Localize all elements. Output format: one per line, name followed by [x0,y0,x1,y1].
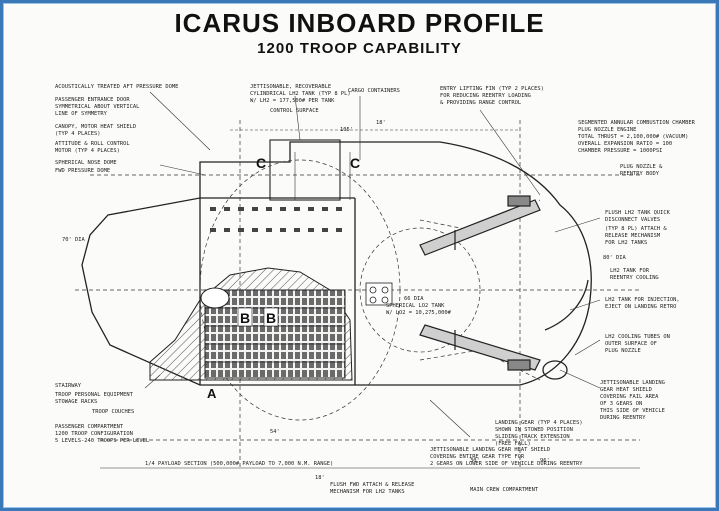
dim-top-18: 18' [376,120,386,126]
label-lgheat-2: COVERING ENTIRE GEAR TYPE FOR [430,454,525,460]
label-cargo: CARGO CONTAINERS [348,88,400,94]
label-seg-3: TOTAL THRUST = 2,100,000# (VACUUM) [578,134,688,140]
label-lh2c-2: OUTER SURFACE OF [605,341,657,347]
label-passenger-entrance-1: PASSENGER ENTRANCE DOOR [55,97,130,103]
label-landing-1: LANDING GEAR (TYP 4 PLACES) [495,420,583,426]
label-pass-comp-2: 1200 TROOP CONFIGURATION [55,431,133,437]
upper-nozzle [507,195,531,207]
label-sphere-2: SPHERICAL LO2 TANK [386,303,445,309]
section-marker-c-left: C [256,155,266,171]
label-flush-1: FLUSH LH2 TANK QUICK [605,210,671,216]
label-jlg-1: JETTISONABLE LANDING [600,380,665,386]
label-lo2-1: LH2 TANK FOR INJECTION, [605,297,680,303]
label-entry-2: FOR REDUCING REENTRY LOADING [440,93,531,99]
label-troop-2: STOWAGE RACKS [55,399,97,405]
engine-assemblies [419,195,541,371]
label-plug-2: REENTRY BODY [620,171,660,177]
label-sphere-3: W/ LO2 = 10,275,000# [386,310,452,316]
label-acoustic: ACOUSTICALLY TREATED AFT PRESSURE DOME [55,84,178,90]
label-passenger-entrance-2: SYMMETRICAL ABOUT VERTICAL [55,104,139,110]
label-lh2c-1: LH2 COOLING TUBES ON [605,334,670,340]
diagram-title: ICARUS INBOARD PROFILE [174,8,545,38]
label-flush-attach-1: FLUSH FWD ATTACH & RELEASE [330,482,414,488]
section-marker-a: A [207,386,217,401]
label-control-surface: CONTROL SURFACE [270,108,319,114]
section-marker-c-right: C [350,155,360,171]
label-flush-attach-2: MECHANISM FOR LH2 TANKS [330,489,405,495]
label-seg-4: OVERALL EXPANSION RATIO = 100 [578,141,672,147]
label-landing-2: SHOWN IN STOWED POSITION [495,427,573,433]
section-marker-b-left: B [240,310,250,326]
label-jlg-2: GEAR HEAT SHIELD [600,387,652,393]
construction-lines [75,120,640,470]
label-stairway: STAIRWAY [55,383,82,389]
label-spherical-nose: SPHERICAL NOSE DOME [55,160,117,166]
spherical-lo2-tank [359,227,481,353]
dim-top-105: 105' [340,127,353,133]
label-fwd-pressure: FWD PRESSURE DOME [55,168,110,174]
label-troop-couches: TROOP COUCHES [92,409,134,415]
lower-nozzle [507,359,531,371]
label-jlg-5: THIS SIDE OF VEHICLE [600,408,665,414]
label-seg-2: PLUG NOZZLE ENGINE [578,127,636,133]
label-lo2-2: EJECT ON LANDING RETRO [605,304,676,310]
troop-compartment-cutaway [149,267,353,381]
label-payload: 1/4 PAYLOAD SECTION (500,000# PAYLOAD TO… [145,461,333,467]
label-flush-2: DISCONNECT VALVES [605,217,660,223]
label-flush-4: RELEASE MECHANISM [605,233,661,239]
label-passenger-entrance-3: LINE OF SYMMETRY [55,111,108,117]
diagram-subtitle: 1200 TROOP CAPABILITY [257,40,462,57]
label-seg-5: CHAMBER PRESSURE = 1000PSI [578,148,662,154]
label-canopy-1: CANOPY, MOTOR HEAT SHIELD [55,124,136,130]
label-landing-4: (FREE FALL) [495,441,531,447]
label-jettisonable-3: W/ LH2 = 177,500# PER TANK [250,98,335,104]
label-seg-1: SEGMENTED ANNULAR COMBUSTION CHAMBER [578,120,696,126]
label-attitude-1: ATTITUDE & ROLL CONTROL [55,141,130,147]
label-lh2-1: LH2 TANK FOR [610,268,650,274]
dim-bottom-30: 30' [470,458,480,464]
label-jlg-3: COVERING FAIL AREA [600,394,659,400]
label-jlg-6: DURING REENTRY [600,415,646,421]
label-troop-1: TROOP PERSONAL EQUIPMENT [55,392,134,398]
deck-windows [210,207,342,232]
label-flush-3: (TYP 8 PL) ATTACH & [605,226,667,232]
label-pass-comp-1: PASSENGER COMPARTMENT [55,424,124,430]
valve-cluster [365,282,393,306]
dim-right-dia: 80' DIA [603,255,626,261]
leader-lines [100,91,640,469]
label-entry-3: & PROVIDING RANGE CONTROL [440,100,521,106]
dim-left-dia: 70' DIA [62,237,85,243]
label-pass-comp-3: 5 LEVELS-240 TROOPS PER LEVEL [55,438,149,444]
dim-bottom-54: 54' [270,429,280,435]
section-marker-b-right: B [266,310,276,326]
passenger-entrance-door [200,287,230,309]
label-lgheat-1: JETTISONABLE LANDING GEAR HEAT SHIELD [430,447,550,453]
label-lh2c-3: PLUG NOZZLE [605,348,641,354]
label-entry-1: ENTRY LIFTING FIN (TYP 2 PLACES) [440,86,544,92]
label-sphere-1: 66 DIA [404,296,424,302]
dim-bottom-96: 96' [540,458,550,464]
label-lh2-2: REENTRY COOLING [610,275,659,281]
label-main-crew: MAIN CREW COMPARTMENT [470,487,539,493]
label-flush-5: FOR LH2 TANKS [605,240,647,246]
label-jettisonable-1: JETTISONABLE, RECOVERABLE [250,84,331,90]
label-landing-3: SLIDING TRACK EXTENSION [495,434,570,440]
label-jlg-4: OF 3 GEARS ON [600,401,642,407]
label-plug-1: PLUG NOZZLE & [620,164,663,170]
plug-nozzle-cap [542,360,568,380]
label-canopy-2: (TYP 4 PLACES) [55,131,100,137]
label-jettisonable-2: CYLINDRICAL LH2 TANK (TYP 8 PL) [250,91,351,97]
label-attitude-2: MOTOR (TYP 4 PLACES) [55,148,120,154]
dim-bottom-18: 18' [315,475,325,481]
label-lgheat-3: 2 GEARS ON LOWER SIDE OF VEHICLE DURING … [430,461,583,467]
